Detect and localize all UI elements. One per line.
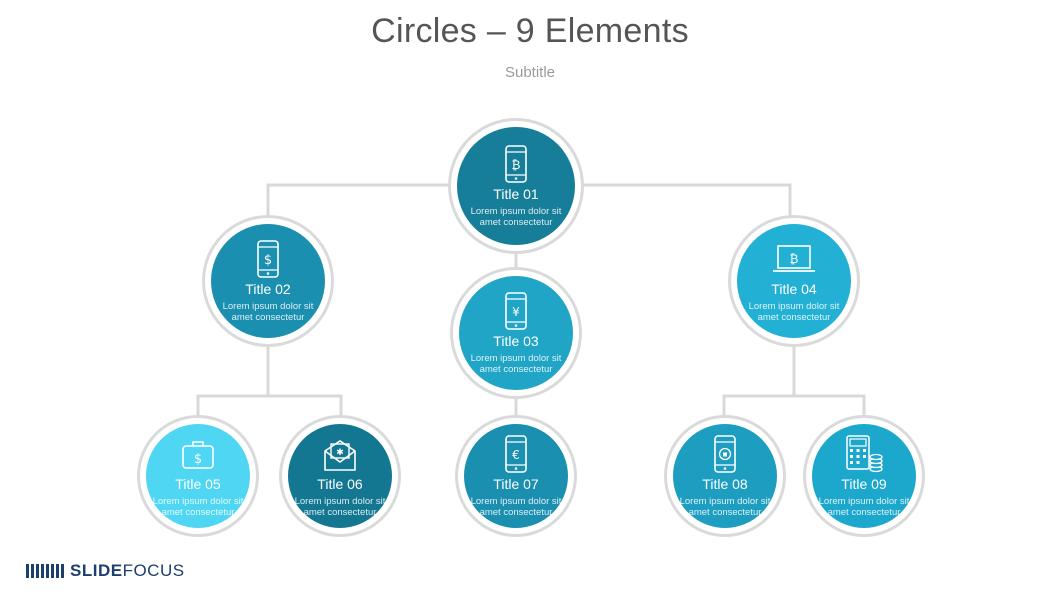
node-title: Title 03 <box>493 332 539 349</box>
svg-text:₿: ₿ <box>790 252 799 266</box>
phone-bitcoin-icon: ₿ <box>502 144 530 183</box>
phone-lock-icon <box>711 434 739 473</box>
node-title: Title 04 <box>771 280 817 297</box>
node-title: Title 09 <box>841 475 887 492</box>
phone-dollar-icon: $ <box>254 239 282 278</box>
logo-bars-icon <box>26 564 64 578</box>
svg-text:€: € <box>512 448 520 462</box>
node-title: Title 06 <box>317 475 363 492</box>
node-title: Title 05 <box>175 475 221 492</box>
connector-04-children <box>722 394 866 420</box>
briefcase-dollar-icon: $ <box>181 435 215 473</box>
svg-text:₿: ₿ <box>512 158 521 172</box>
envelope-letter-icon: ✱ <box>322 435 358 473</box>
phone-yen-icon: ¥ <box>502 291 530 330</box>
calculator-coins-icon <box>844 434 884 473</box>
page-subtitle: Subtitle <box>504 64 556 81</box>
svg-text:$: $ <box>194 452 202 467</box>
connector-02-children <box>196 394 343 420</box>
svg-text:$: $ <box>264 253 272 268</box>
svg-text:¥: ¥ <box>512 305 520 319</box>
page-title: Circles – 9 Elements <box>371 12 689 50</box>
node-title: Title 01 <box>493 185 539 202</box>
laptop-bitcoin-icon: ₿ <box>772 240 816 278</box>
slidefocus-logo: SLIDEFOCUS <box>26 561 185 581</box>
phone-euro-icon: € <box>502 434 530 473</box>
node-title: Title 07 <box>493 475 539 492</box>
svg-text:✱: ✱ <box>336 448 344 458</box>
node-title: Title 08 <box>702 475 748 492</box>
logo-text: SLIDEFOCUS <box>70 561 185 580</box>
node-title: Title 02 <box>245 280 291 297</box>
